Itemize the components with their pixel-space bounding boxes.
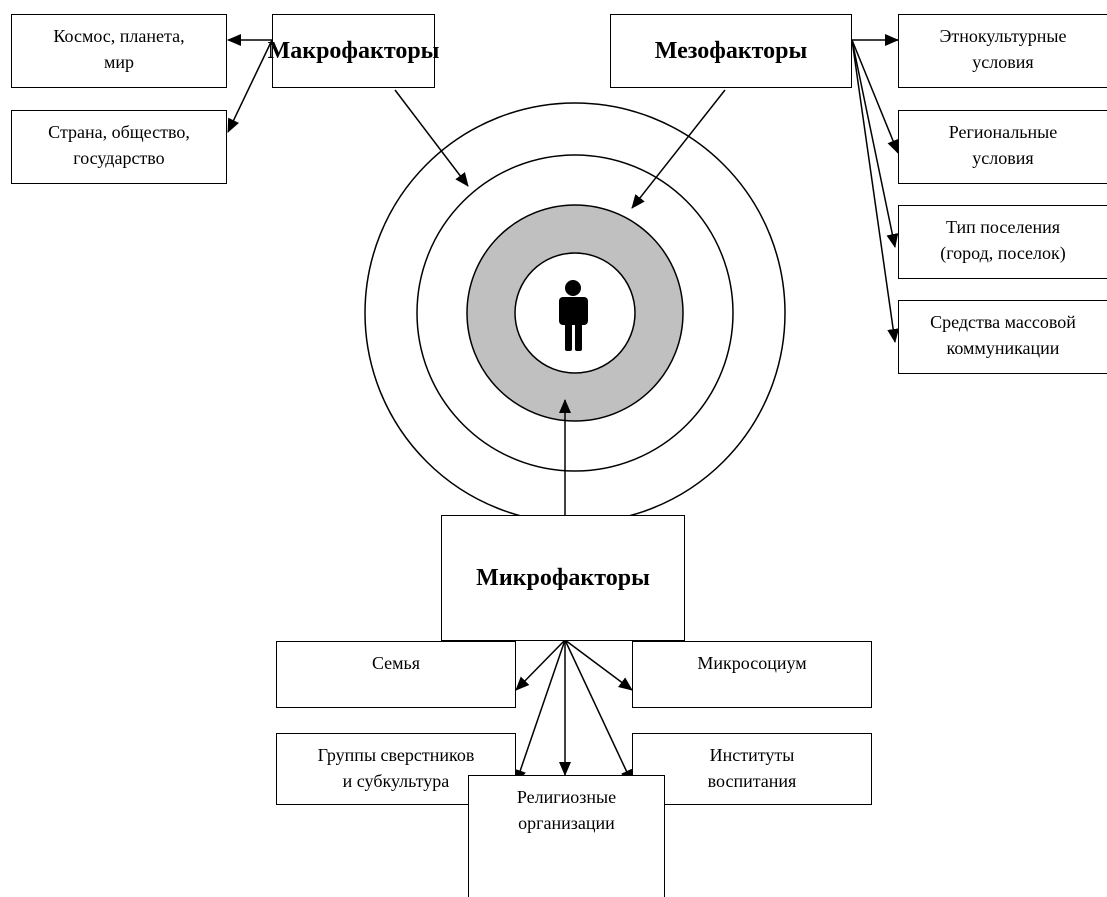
meso-factors-box: Мезофакторы [610,14,852,88]
micro-arrows [514,399,633,784]
macro-arrows [227,34,469,187]
person-icon [559,280,588,351]
micro-item-religious: Религиозные организации [468,775,665,897]
micro-item-peer-groups: Группы сверстников и субкультура [276,733,516,805]
macro-item-country: Страна, общество, государство [11,110,227,184]
micro-factors-box: Микрофакторы [441,515,685,641]
macro-factors-box: Макрофакторы [268,14,439,88]
micro-item-family: Семья [276,641,516,708]
micro-item-microsocium: Микросоциум [632,641,872,708]
meso-item-settlement: Тип поселения (город, поселок) [898,205,1107,279]
macro-item-cosmos: Космос, планета, мир [11,14,227,88]
meso-item-regional: Региональные условия [898,110,1107,184]
meso-arrows [631,34,900,343]
micro-item-institutions: Институты воспитания [632,733,872,805]
meso-item-ethnocultural: Этнокультурные условия [898,14,1107,88]
meso-item-mass-media: Средства массовой коммуникации [898,300,1107,374]
